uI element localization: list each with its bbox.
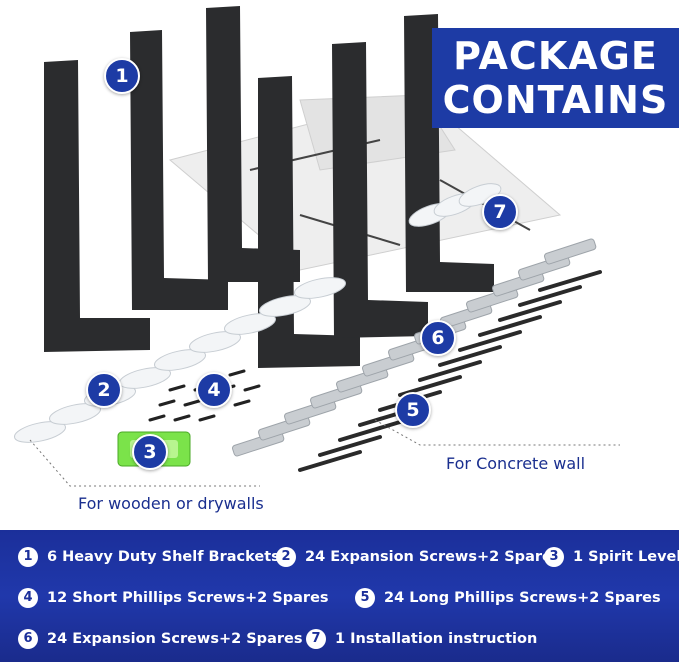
legend-text: 24 Long Phillips Screws+2 Spares	[384, 590, 661, 606]
badge-3: 3	[132, 434, 168, 470]
legend-number: 5	[355, 588, 375, 608]
legend-text: 12 Short Phillips Screws+2 Spares	[47, 590, 329, 606]
legend-item-2: 2 24 Expansion Screws+2 Spares	[276, 547, 560, 567]
badge-6: 6	[420, 320, 456, 356]
legend-text: 6 Heavy Duty Shelf Brackets	[47, 549, 280, 565]
badge-5: 5	[395, 392, 431, 428]
legend-item-3: 3 1 Spirit Level	[544, 547, 679, 567]
legend-number: 6	[18, 629, 38, 649]
title-line-1: PACKAGE	[453, 34, 658, 78]
legend-item-5: 5 24 Long Phillips Screws+2 Spares	[355, 588, 661, 608]
legend-text: 24 Expansion Screws+2 Spares	[47, 631, 303, 647]
legend-text: 1 Installation instruction	[335, 631, 538, 647]
badge-1: 1	[104, 58, 140, 94]
legend-text: 1 Spirit Level	[573, 549, 679, 565]
drywall-anchors	[13, 183, 502, 443]
contents-illustration	[13, 6, 620, 487]
legend-item-4: 4 12 Short Phillips Screws+2 Spares	[18, 588, 329, 608]
long-screws	[298, 270, 602, 472]
concrete-anchors	[232, 238, 597, 457]
title-line-2: CONTAINS	[442, 78, 669, 122]
legend-number: 1	[18, 547, 38, 567]
caption-leader-lines	[29, 419, 620, 487]
legend-item-6: 6 24 Expansion Screws+2 Spares	[18, 629, 302, 649]
product-photo-area: PACKAGE CONTAINS 1 2 3 4 5 6 7 For woode…	[13, 6, 679, 513]
legend-number: 4	[18, 588, 38, 608]
package-contains-title: PACKAGE CONTAINS	[432, 28, 679, 128]
legend-number: 2	[276, 547, 296, 567]
caption-concrete-wall: For Concrete wall	[446, 454, 586, 473]
badge-4: 4	[196, 372, 232, 408]
badge-7: 7	[482, 194, 518, 230]
legend-number: 3	[544, 547, 564, 567]
legend-item-7: 7 1 Installation instruction	[306, 629, 537, 649]
legend-number: 7	[306, 629, 326, 649]
badge-2: 2	[86, 372, 122, 408]
legend-item-1: 1 6 Heavy Duty Shelf Brackets	[18, 547, 280, 567]
legend-text: 24 Expansion Screws+2 Spares	[305, 549, 561, 565]
contents-legend: 1 6 Heavy Duty Shelf Brackets 2 24 Expan…	[0, 530, 679, 662]
caption-wooden-drywalls: For wooden or drywalls	[78, 494, 264, 513]
